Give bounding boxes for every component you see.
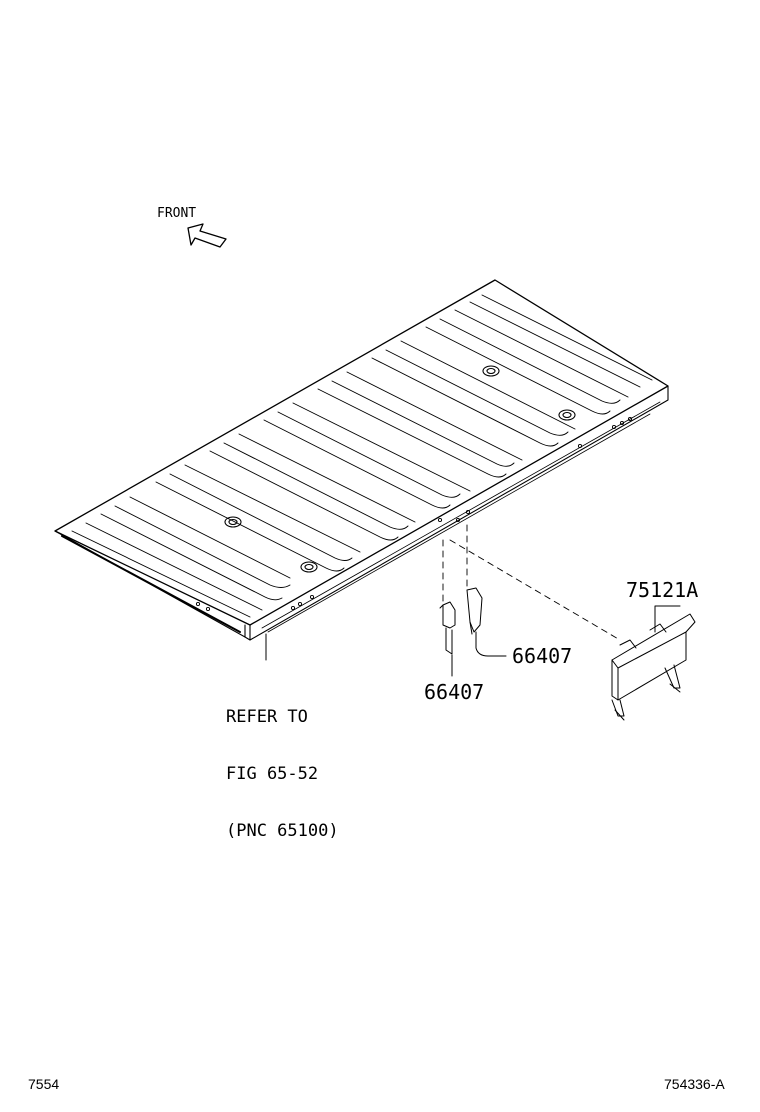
bed-floor-panel: [54, 279, 669, 641]
callout-66407-left: 66407: [424, 680, 485, 704]
front-arrow-icon: [187, 223, 227, 248]
bracket-66407-right: [466, 587, 483, 635]
reference-line-3: (PNC 65100): [226, 821, 339, 841]
reference-line-2: FIG 65-52: [226, 764, 319, 784]
assembly-dashed-lines: [442, 524, 621, 641]
tie-down-pocket: [224, 365, 576, 573]
reference-line-1: REFER TO: [226, 707, 308, 727]
bracket-66407-left: [439, 601, 456, 655]
callout-66407-right: 66407: [512, 644, 573, 668]
front-label: FRONT: [157, 206, 197, 221]
bracket-75121a: [611, 613, 696, 721]
reference-note: REFER TO FIG 65-52 (PNC 65100): [226, 670, 339, 860]
leader-66407-right: [475, 631, 507, 657]
callout-75121a: 75121A: [626, 578, 699, 602]
footer-right-code: 754336-A: [664, 1076, 725, 1092]
footer-left-code: 7554: [28, 1076, 60, 1092]
leader-75121a: [654, 605, 681, 633]
